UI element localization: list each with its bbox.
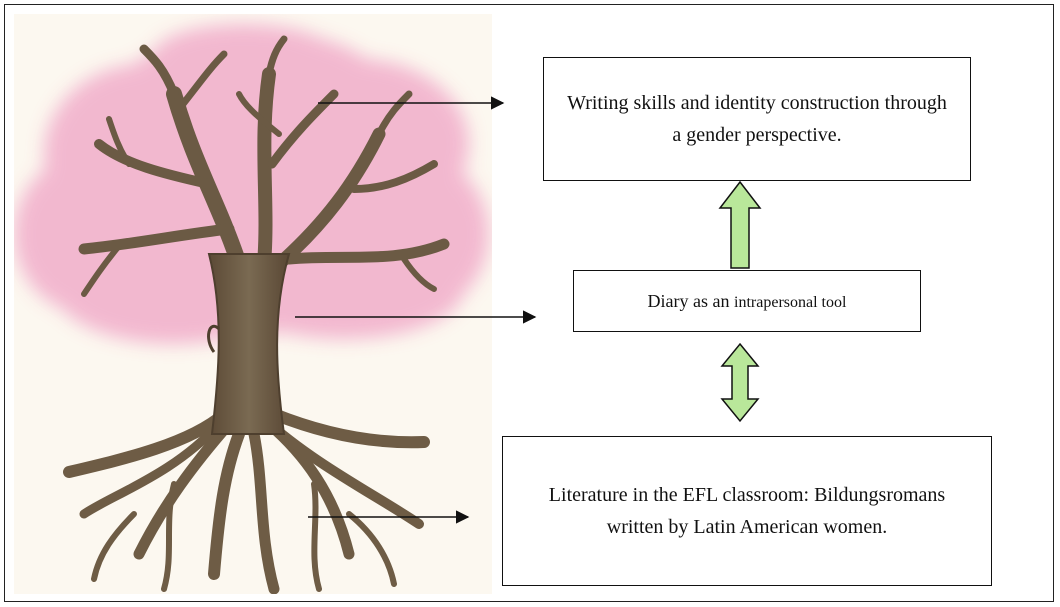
- up-down-block-arrow: [720, 342, 760, 423]
- diary-box: Diary as an intrapersonal tool: [573, 270, 921, 332]
- trunk-knot: [207, 325, 221, 353]
- literature-text: Literature in the EFL classroom: Bildung…: [548, 484, 946, 538]
- diary-text-main: Diary as an: [647, 290, 730, 311]
- writing-skills-text: Writing skills and identity construction…: [567, 92, 947, 146]
- canopy: [14, 24, 489, 344]
- diary-text: Diary as an intrapersonal tool: [648, 291, 847, 312]
- writing-skills-box: Writing skills and identity construction…: [543, 57, 971, 181]
- up-block-arrow: [718, 180, 762, 269]
- branches: [78, 35, 450, 297]
- diary-text-small: intrapersonal tool: [734, 293, 847, 311]
- trunk: [207, 253, 291, 435]
- literature-box: Literature in the EFL classroom: Bildung…: [502, 436, 992, 586]
- tree-illustration: [14, 14, 492, 594]
